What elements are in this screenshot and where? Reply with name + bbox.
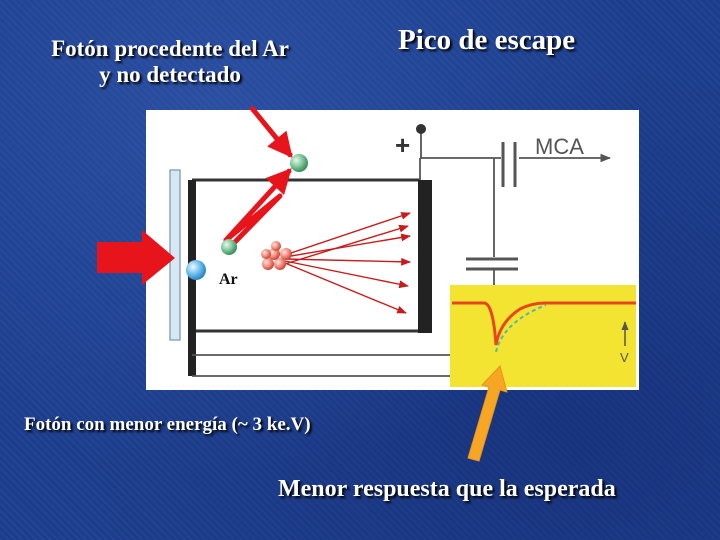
lower-response-label: Menor respuesta que la esperada	[278, 476, 616, 502]
blue-particle	[186, 260, 206, 280]
mca-label: MCA	[535, 134, 584, 159]
undetected-photon-pointer-arrow	[249, 105, 293, 158]
shunt-capacitor	[466, 257, 518, 271]
undetected-photon-label-line-1: Fotón procedente del Ar	[51, 36, 289, 61]
power-terminal-dot	[416, 124, 426, 134]
slide-title: Pico de escape	[398, 24, 576, 56]
anode-plate	[418, 180, 432, 333]
detector-window	[169, 169, 181, 341]
green-particle	[221, 239, 237, 255]
photon-path-arrow	[223, 168, 292, 248]
lower-energy-photon-label: Fotón con menor energía (~ 3 ke.V)	[24, 414, 311, 435]
argon-label: Ar	[219, 271, 238, 288]
series-capacitor	[501, 142, 517, 187]
signal-pulse-line	[452, 301, 636, 346]
escaped-photon-particle	[290, 154, 308, 172]
voltage-label: V	[620, 350, 629, 365]
signal-panel	[450, 285, 636, 387]
lower-response-pointer-arrow	[467, 365, 508, 462]
argon-atom-cluster	[261, 241, 292, 270]
undetected-photon-label: Fotón procedente del Ar y no detectado	[20, 36, 320, 89]
circuit-wires	[192, 129, 612, 377]
undetected-photon-label-line-2: y no detectado	[99, 62, 241, 88]
secondary-photon-rays	[284, 212, 411, 314]
incident-photon-arrow	[97, 230, 175, 285]
expected-response-dashed-curve	[495, 304, 547, 353]
plus-sign: +	[395, 130, 410, 160]
